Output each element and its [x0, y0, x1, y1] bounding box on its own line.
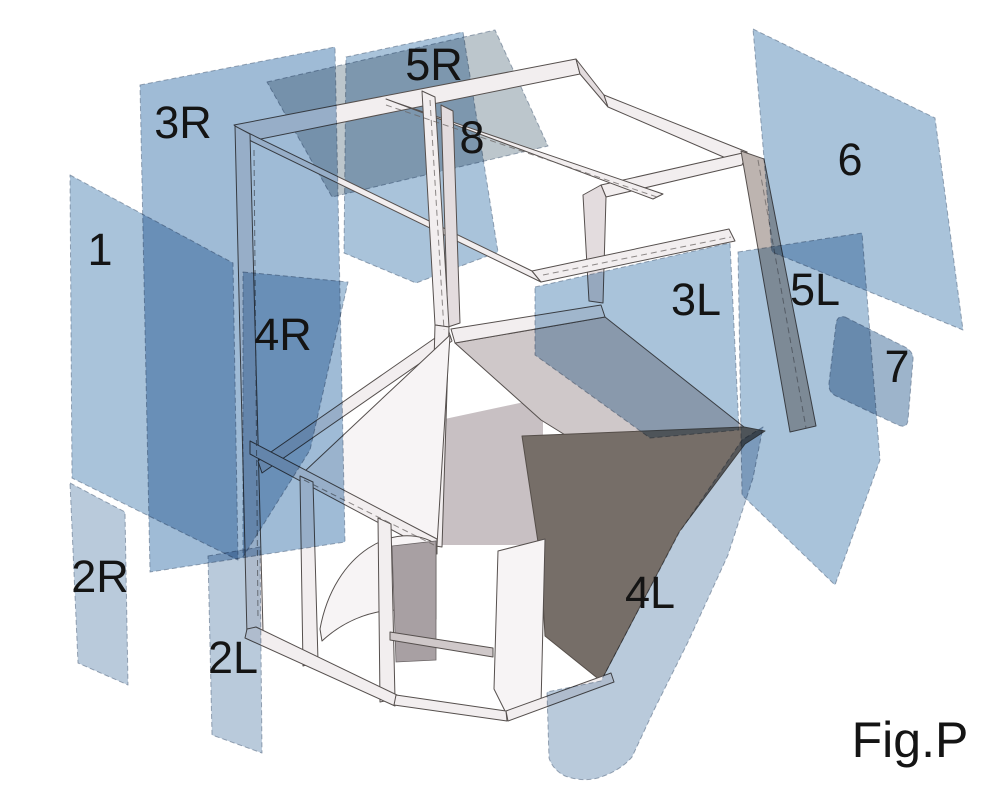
floor-mid-rail: [389, 631, 494, 658]
label-panel-5L: 5L: [790, 264, 840, 315]
glass-panels: [69, 28, 964, 781]
glass-panel-7-shape: [828, 316, 914, 427]
right-door-rear-panel: [493, 538, 546, 714]
label-panel-5R: 5R: [405, 39, 463, 90]
glass-panel-4L-shape: [546, 426, 764, 781]
crossbar-hidden-edge: [385, 104, 658, 198]
figure-caption: Fig.P: [852, 712, 969, 768]
label-panel-6: 6: [837, 134, 862, 185]
glass-panel-2R-shape: [69, 482, 129, 686]
roof-right-rail: [603, 94, 748, 166]
roof-rear-upper-rail: [600, 151, 748, 198]
label-panel-4L: 4L: [625, 567, 675, 618]
glass-panel-2L-shape: [207, 546, 263, 754]
floor-front-left-rail: [244, 626, 398, 707]
label-panel-1: 1: [87, 224, 112, 275]
label-panel-2L: 2L: [208, 632, 258, 683]
c-pillar-hidden-edge: [757, 159, 807, 429]
label-panel-3R: 3R: [154, 97, 212, 148]
label-panel-7: 7: [884, 341, 909, 392]
cab-interior-panel: [440, 398, 543, 545]
header-hidden-edge: [542, 236, 732, 276]
label-panel-4R: 4R: [254, 309, 312, 360]
label-panel-2R: 2R: [71, 551, 129, 602]
floor-front-rail: [393, 694, 508, 722]
front-right-inner-pillar: [440, 104, 461, 328]
rear-window-header-rail: [531, 228, 736, 283]
roof-front-right-corner: [575, 58, 609, 108]
label-panel-3L: 3L: [671, 274, 721, 325]
label-panel-8: 8: [459, 112, 484, 163]
windshield-pillar-hidden-edge: [429, 99, 445, 331]
glass-panel-3L-shape: [534, 242, 740, 439]
glass-panel-4R-shape: [242, 271, 349, 558]
part-labels: 1 2R 2L 3R 3L 4R 4L 5R 5L 6 7 8: [71, 39, 909, 683]
door-divider-shadow: [391, 540, 437, 663]
roof-cross-bar: [385, 98, 664, 200]
